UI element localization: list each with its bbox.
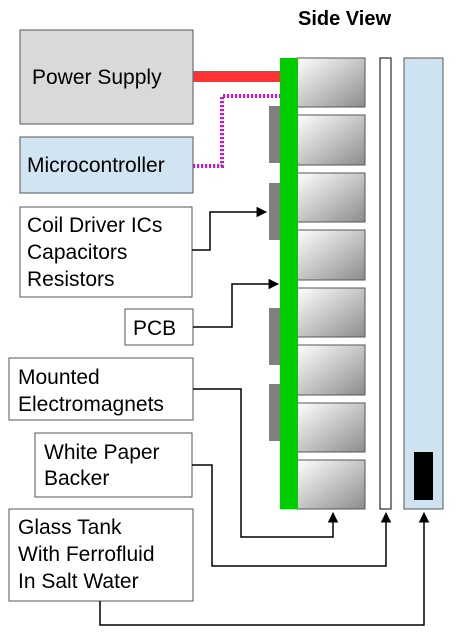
tank-line-2: With Ferrofluid (18, 543, 155, 566)
driver-chip (269, 308, 280, 365)
electromagnet-stack (296, 57, 366, 510)
tank-line-3: In Salt Water (18, 570, 139, 593)
power-wire (193, 71, 280, 82)
pcb-board (280, 58, 298, 509)
signal-wire (193, 94, 280, 168)
electromagnet (296, 57, 366, 108)
power-supply-label: Power Supply (32, 66, 162, 89)
tank-label: Glass Tank With Ferrofluid In Salt Water (18, 516, 160, 593)
electromagnets-line-1: Mounted (18, 366, 100, 389)
paper-line-1: White Paper (44, 441, 160, 464)
pcb-label: PCB (133, 317, 176, 340)
white-paper-backer (379, 57, 392, 510)
electromagnet (296, 459, 366, 510)
chip-group (269, 106, 280, 441)
paper-line-2: Backer (44, 467, 109, 490)
coil-driver-arrow (192, 206, 268, 251)
electromagnet (296, 287, 366, 338)
electromagnet (296, 114, 366, 166)
coil-driver-label: Coil Driver ICs Capacitors Resistors (27, 214, 168, 291)
electromagnet (296, 172, 366, 223)
electromagnet (296, 229, 366, 281)
electromagnet (296, 402, 366, 453)
power-supply-box (19, 29, 194, 125)
driver-chip (269, 183, 280, 240)
microcontroller-label: Microcontroller (27, 154, 165, 177)
electromagnets-label-box (8, 357, 194, 421)
coil-driver-box (19, 206, 193, 298)
glass-tank (403, 57, 444, 510)
diagram-title: Side View (298, 8, 391, 30)
driver-chip (269, 106, 280, 163)
pcb-arrow (193, 278, 280, 328)
tank-arrow (99, 511, 430, 626)
electromagnet (296, 344, 366, 396)
electromagnets-line-2: Electromagnets (18, 393, 164, 416)
driver-chip (269, 384, 280, 441)
electromagnets-label: Mounted Electromagnets (18, 366, 164, 416)
tank-label-box (8, 508, 194, 602)
paper-label-box (34, 432, 193, 498)
electromagnets-arrow (193, 388, 339, 538)
paper-label: White Paper Backer (44, 441, 165, 490)
paper-arrow (192, 464, 392, 567)
microcontroller-box (19, 136, 194, 194)
coil-driver-line: Coil Driver ICs (27, 214, 162, 237)
ferrofluid-blob (414, 452, 433, 500)
tank-line-1: Glass Tank (18, 516, 122, 539)
resistors-line: Resistors (27, 268, 115, 291)
capacitors-line: Capacitors (27, 241, 127, 264)
